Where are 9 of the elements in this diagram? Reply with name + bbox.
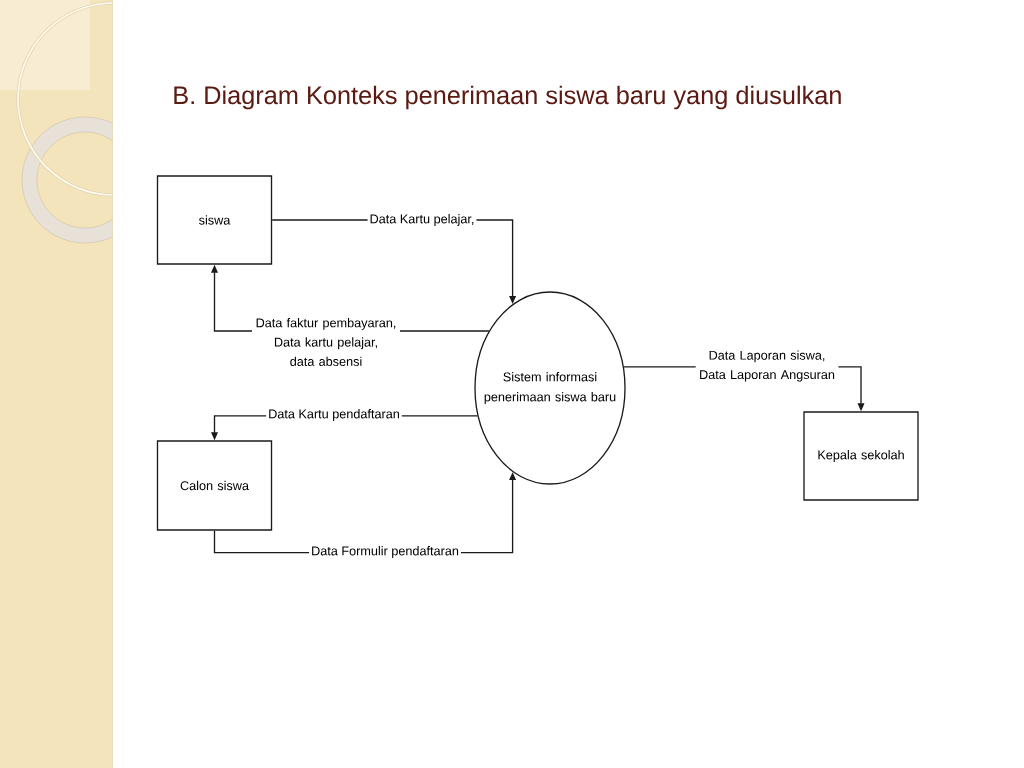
entity-box: Calon siswa [156,440,273,531]
entity-box: Kepala sekolah [803,411,919,501]
title: B. Diagram Konteks penerimaan siswa baru yang diusulkan [174,85,841,110]
entity-box: siswa [156,175,273,265]
edge-label: Data Kartu pelajar, [367,212,477,228]
edge-label: Data Formulir pendaftaran [309,544,461,560]
edge-label: Data faktur pembayaran, Data kartu pelajar, data absensi [252,316,400,368]
edge-label: Data Laporan siswa, Data Laporan Angsuran [695,348,839,384]
edge-label: Data Kartu pendaftaran [266,407,402,423]
